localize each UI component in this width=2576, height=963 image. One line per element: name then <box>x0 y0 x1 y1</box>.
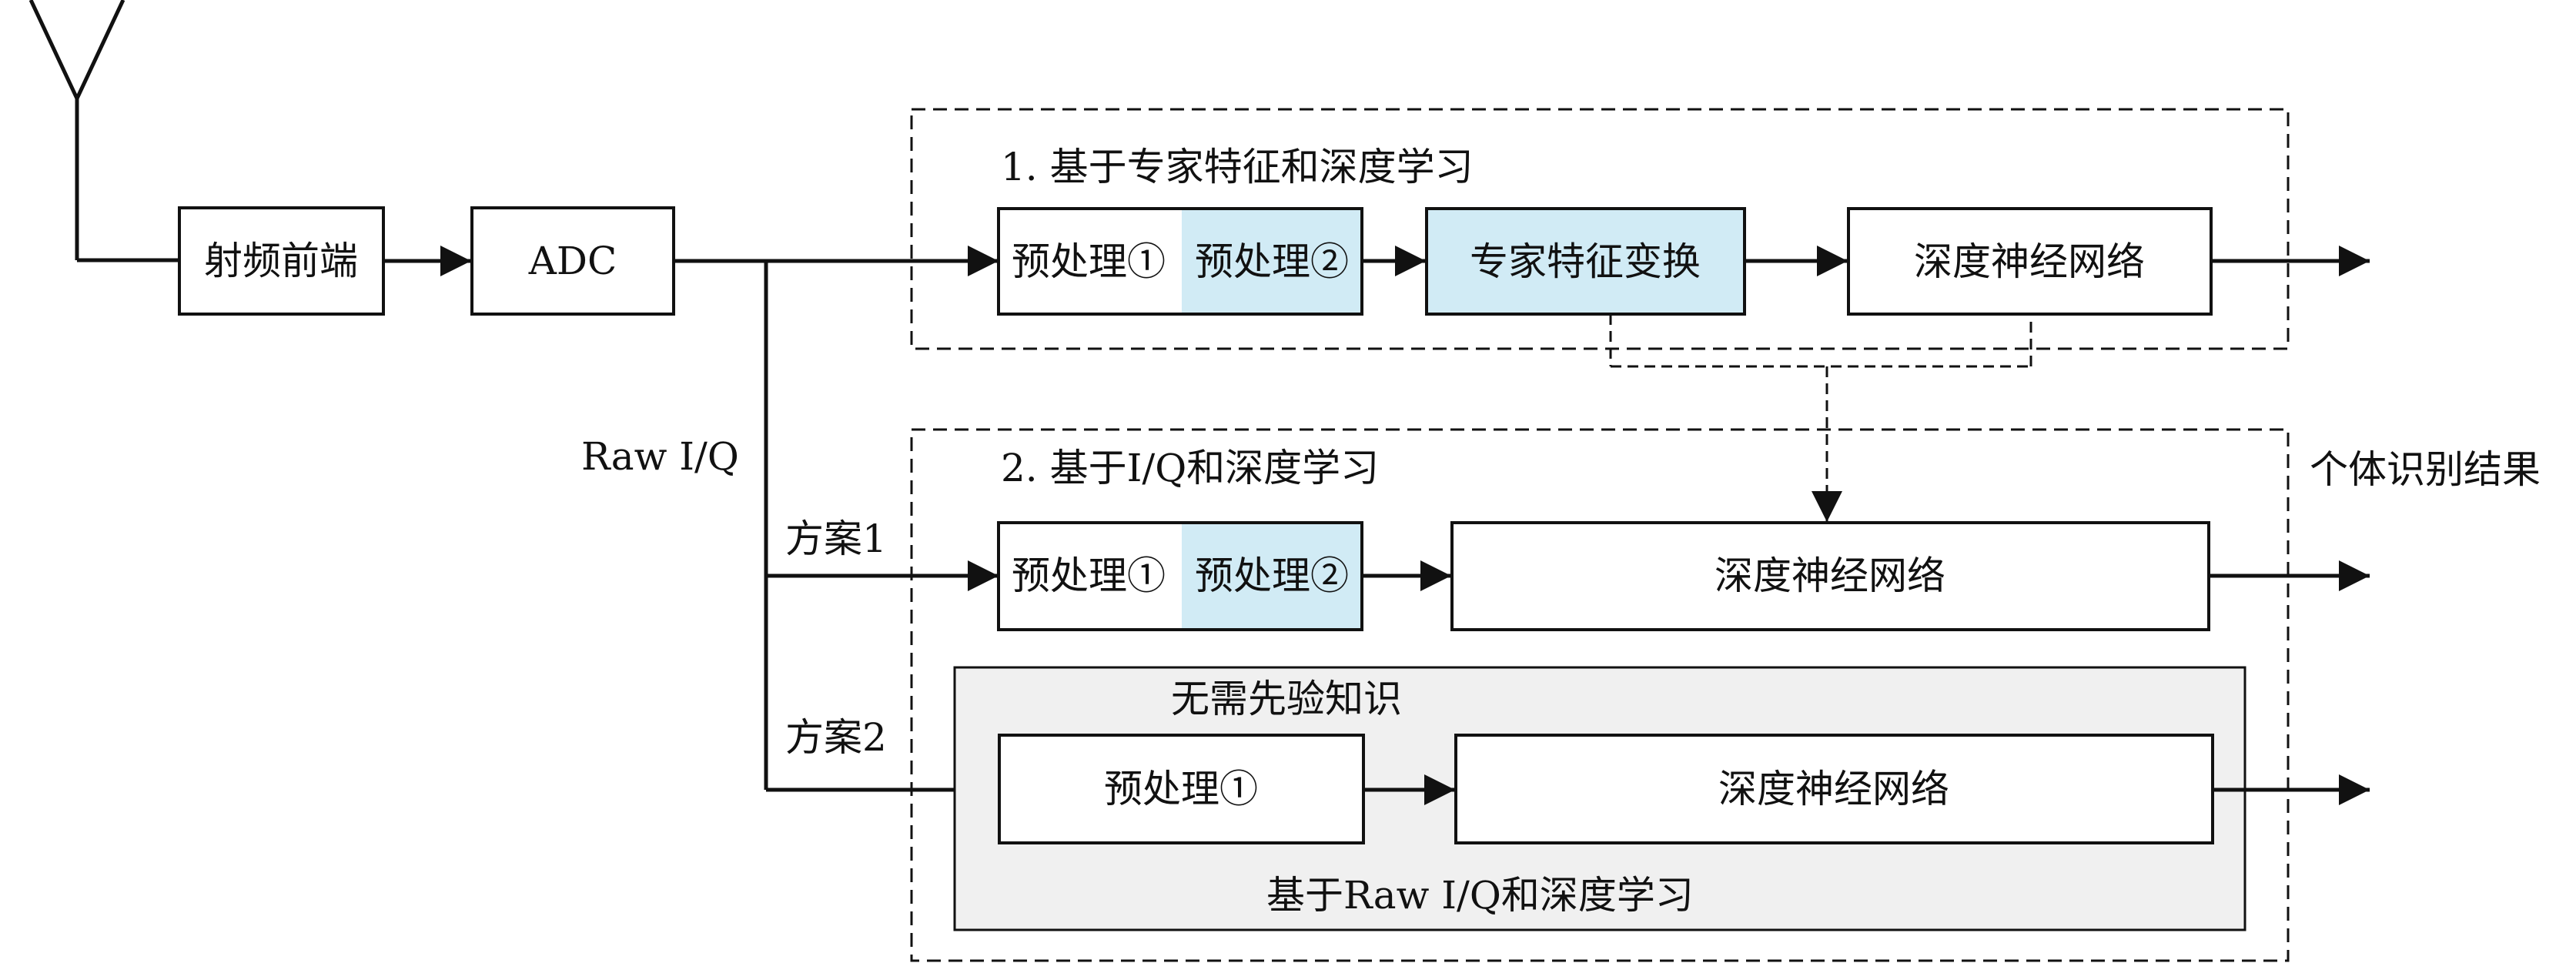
group2-preprocess2-bg <box>1182 523 1362 630</box>
expert-feature-label: 专家特征变换 <box>1470 239 1701 284</box>
group1-panel <box>910 108 2290 350</box>
rf-frontend-box <box>178 206 385 316</box>
antenna-icon <box>28 0 179 262</box>
group2-preprocess2-label: 预处理② <box>1195 553 1349 598</box>
raw-iq-trunk <box>674 259 768 790</box>
group1-title: 1. 基于专家特征和深度学习 <box>1001 145 1474 189</box>
group2-preprocess1-label: 预处理① <box>1012 553 1166 598</box>
scheme1-label: 方案1 <box>785 517 887 561</box>
group2-dnn-box <box>1450 521 2210 631</box>
group3-preprocess1-label: 预处理① <box>1104 767 1258 811</box>
group1-preprocess1-label: 预处理① <box>1012 239 1166 284</box>
group1-preprocess2-label: 预处理② <box>1195 239 1349 284</box>
scheme2-label: 方案2 <box>785 715 887 760</box>
group1-dnn-box <box>1847 207 2213 316</box>
group3-preprocess-box <box>998 734 1365 844</box>
group1-dnn-label: 深度神经网络 <box>1914 239 2145 284</box>
transfer-connector <box>1609 314 2032 368</box>
group2-title: 2. 基于I/Q和深度学习 <box>1001 446 1379 490</box>
output-label: 个体识别结果 <box>2310 447 2541 492</box>
group3-dnn-box <box>1454 734 2214 844</box>
group3-dnn-label: 深度神经网络 <box>1718 767 1949 811</box>
rf-frontend-label: 射频前端 <box>204 239 358 283</box>
group3-top-note: 无需先验知识 <box>1171 677 1402 721</box>
adc-label: ADC <box>528 239 617 283</box>
group1-preprocess2-bg <box>1182 209 1362 314</box>
expert-feature-box <box>1425 207 1746 316</box>
group2-panel <box>910 428 2290 962</box>
group3-bottom-note: 基于Raw I/Q和深度学习 <box>1266 873 1694 918</box>
group2-dnn-label: 深度神经网络 <box>1715 553 1945 598</box>
raw-iq-label: Raw I/Q <box>581 434 739 479</box>
adc-box <box>470 206 675 316</box>
